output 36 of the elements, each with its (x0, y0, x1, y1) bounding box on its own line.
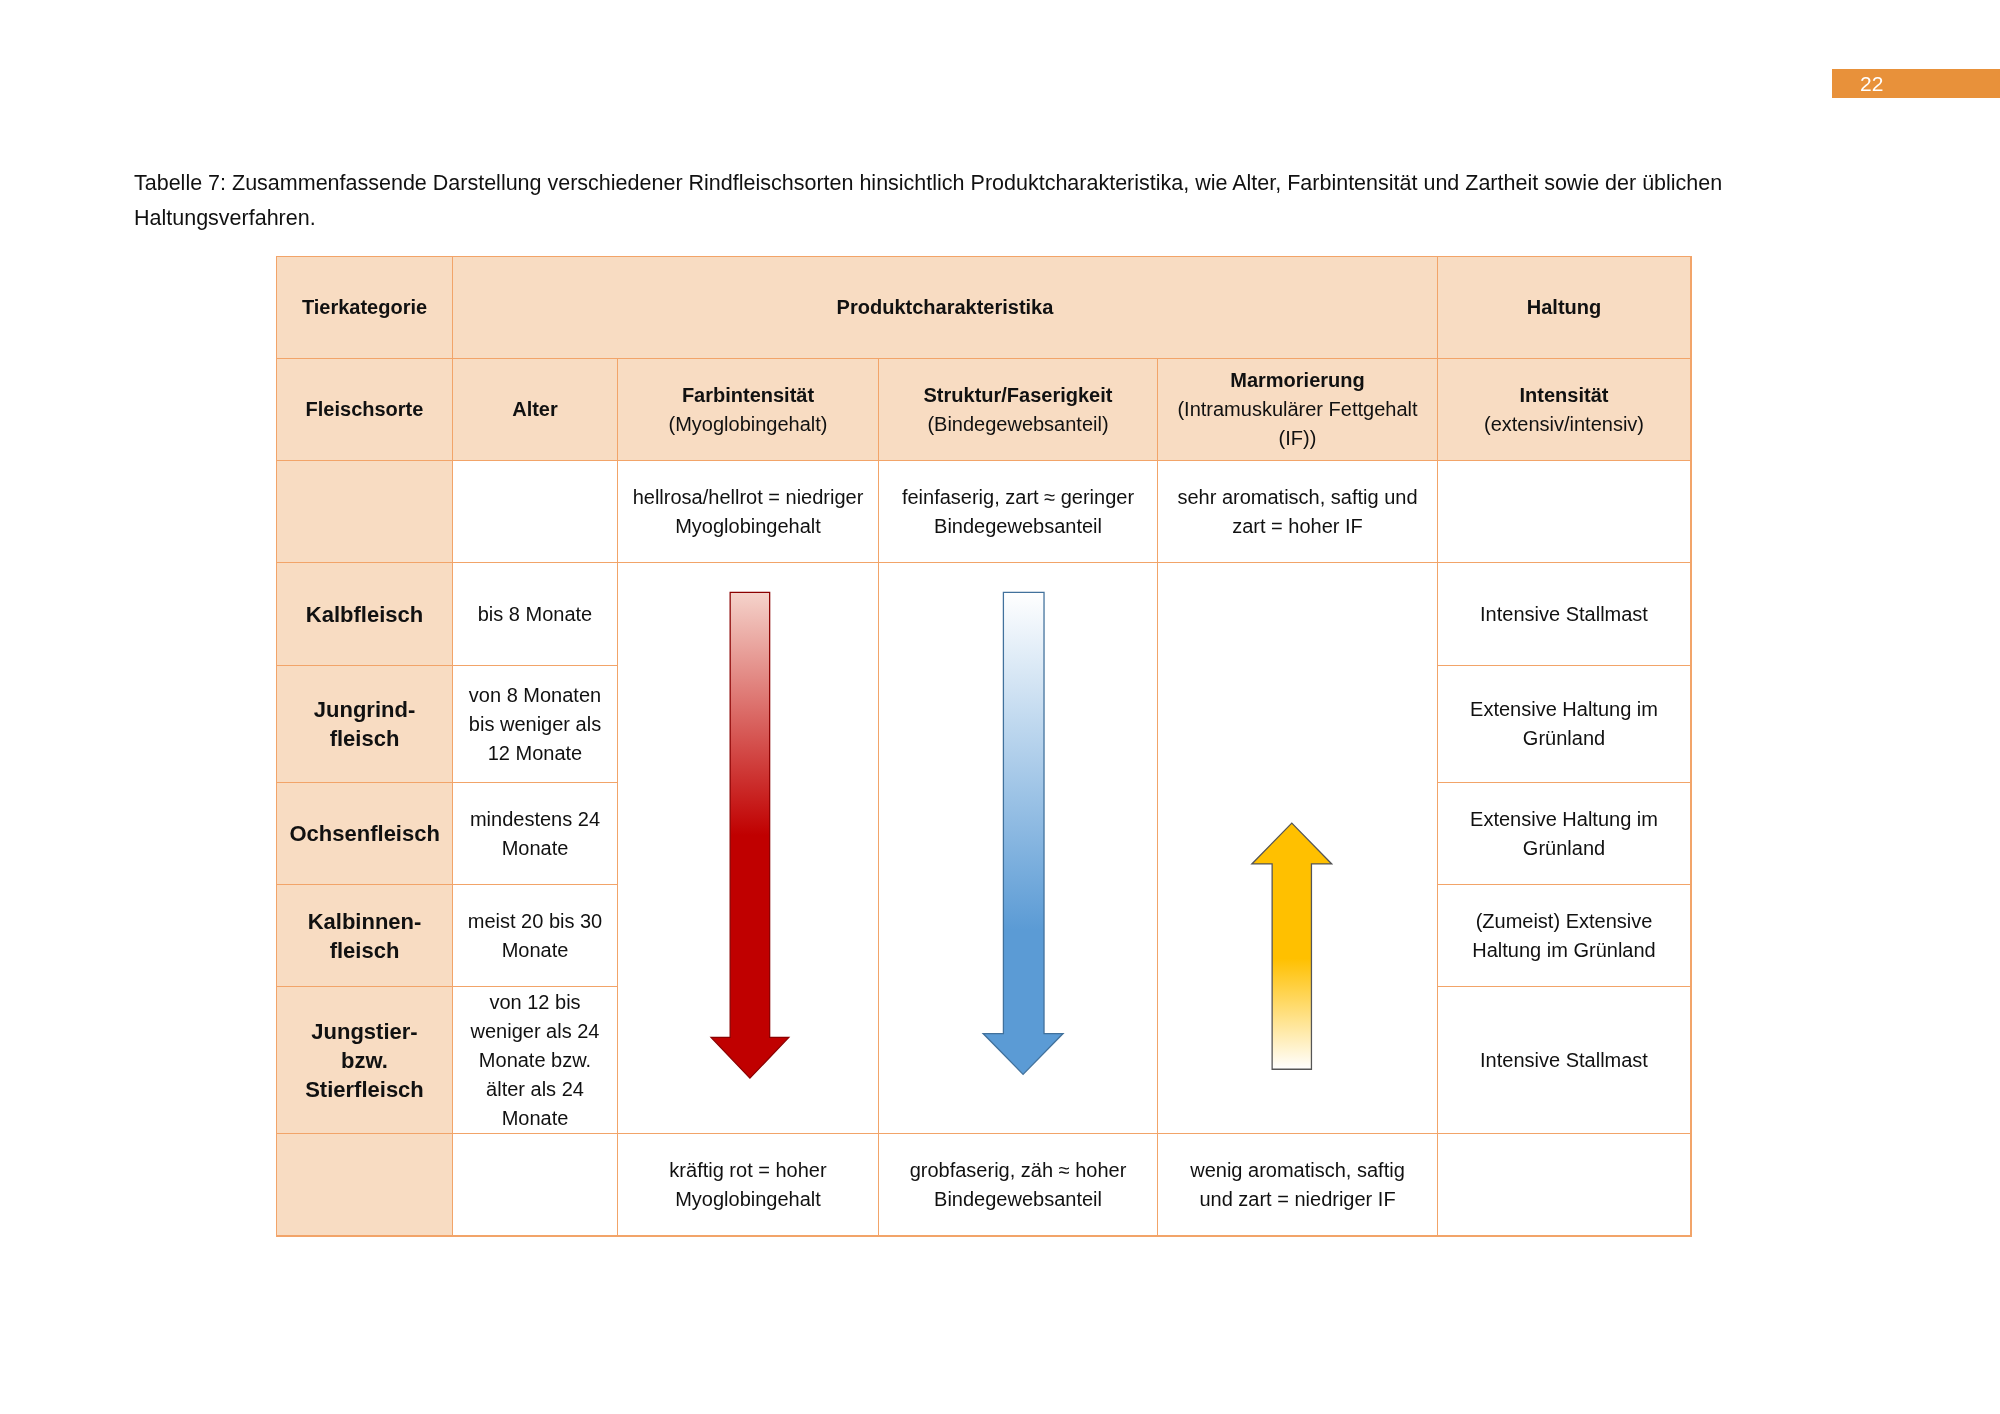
column-header: Produktcharakteristika (836, 295, 1054, 320)
column-header: Alter (512, 397, 558, 422)
column-header: (Bindegewebsanteil) (927, 411, 1109, 437)
column-header: (extensiv/intensiv) (1483, 411, 1645, 437)
cell-text: Intensive Stallmast (1480, 601, 1648, 627)
column-header: Marmorierung (1230, 368, 1365, 393)
cell-text: Intensive Stallmast (1480, 1047, 1648, 1073)
column-header: Farbintensität (681, 382, 815, 408)
column-header: Haltung (1526, 295, 1602, 320)
row-header: Jungrind- fleisch (312, 696, 417, 753)
cell-text: von 8 Monaten bis weniger als 12 Monate (467, 682, 603, 766)
cell-text: bis 8 Monate (477, 601, 593, 627)
row-header: Kalbfleisch (305, 600, 424, 629)
row-header: Kalbinnen- fleisch (306, 907, 423, 965)
column-header: (Intramuskulärer Fettgehalt (IF)) (1176, 397, 1419, 451)
page-number: 22 (1832, 69, 2000, 98)
table-caption: Tabelle 7: Zusammenfassende Darstellung verschiedener Rindfleischsorten hinsichtlich Produktcharakteristika, wie Alter, Farbintensität und Zartheit sowie der üblichen Haltungsverfahren. (134, 170, 1724, 232)
column-header: (Myoglobingehalt) (668, 411, 828, 437)
column-header: Fleischsorte (305, 397, 424, 422)
cell-text: mindestens 24 Monate (468, 806, 602, 861)
cell-text: grobfaserig, zäh ≈ hoher Bindegewebsanteil (908, 1157, 1128, 1212)
cell-text: Extensive Haltung im Grünland (1469, 806, 1659, 861)
column-header: Intensität (1519, 382, 1609, 408)
cell-text: sehr aromatisch, saftig und zart = hoher IF (1176, 484, 1419, 539)
column-header: Tierkategorie (301, 295, 428, 320)
row-header: Jungstier- bzw. Stierfleisch (304, 1017, 425, 1104)
cell-text: Extensive Haltung im Grünland (1469, 697, 1659, 751)
cell-text: meist 20 bis 30 Monate (467, 908, 603, 963)
cell-text: von 12 bis weniger als 24 Monate bzw. älter als 24 Monate (469, 989, 601, 1131)
cell-text: hellrosa/hellrot = niedriger Myoglobingehalt (632, 484, 864, 539)
column-header: Struktur/Faserigkeit (923, 382, 1113, 408)
row-header: Ochsenfleisch (289, 820, 440, 848)
cell-text: feinfaserig, zart ≈ geringer Bindegewebsanteil (900, 484, 1136, 539)
cell-text: (Zumeist) Extensive Haltung im Grünland (1471, 908, 1657, 963)
cell-text: kräftig rot = hoher Myoglobingehalt (668, 1157, 828, 1212)
cell-text: wenig aromatisch, saftig und zart = niedriger IF (1189, 1157, 1406, 1212)
